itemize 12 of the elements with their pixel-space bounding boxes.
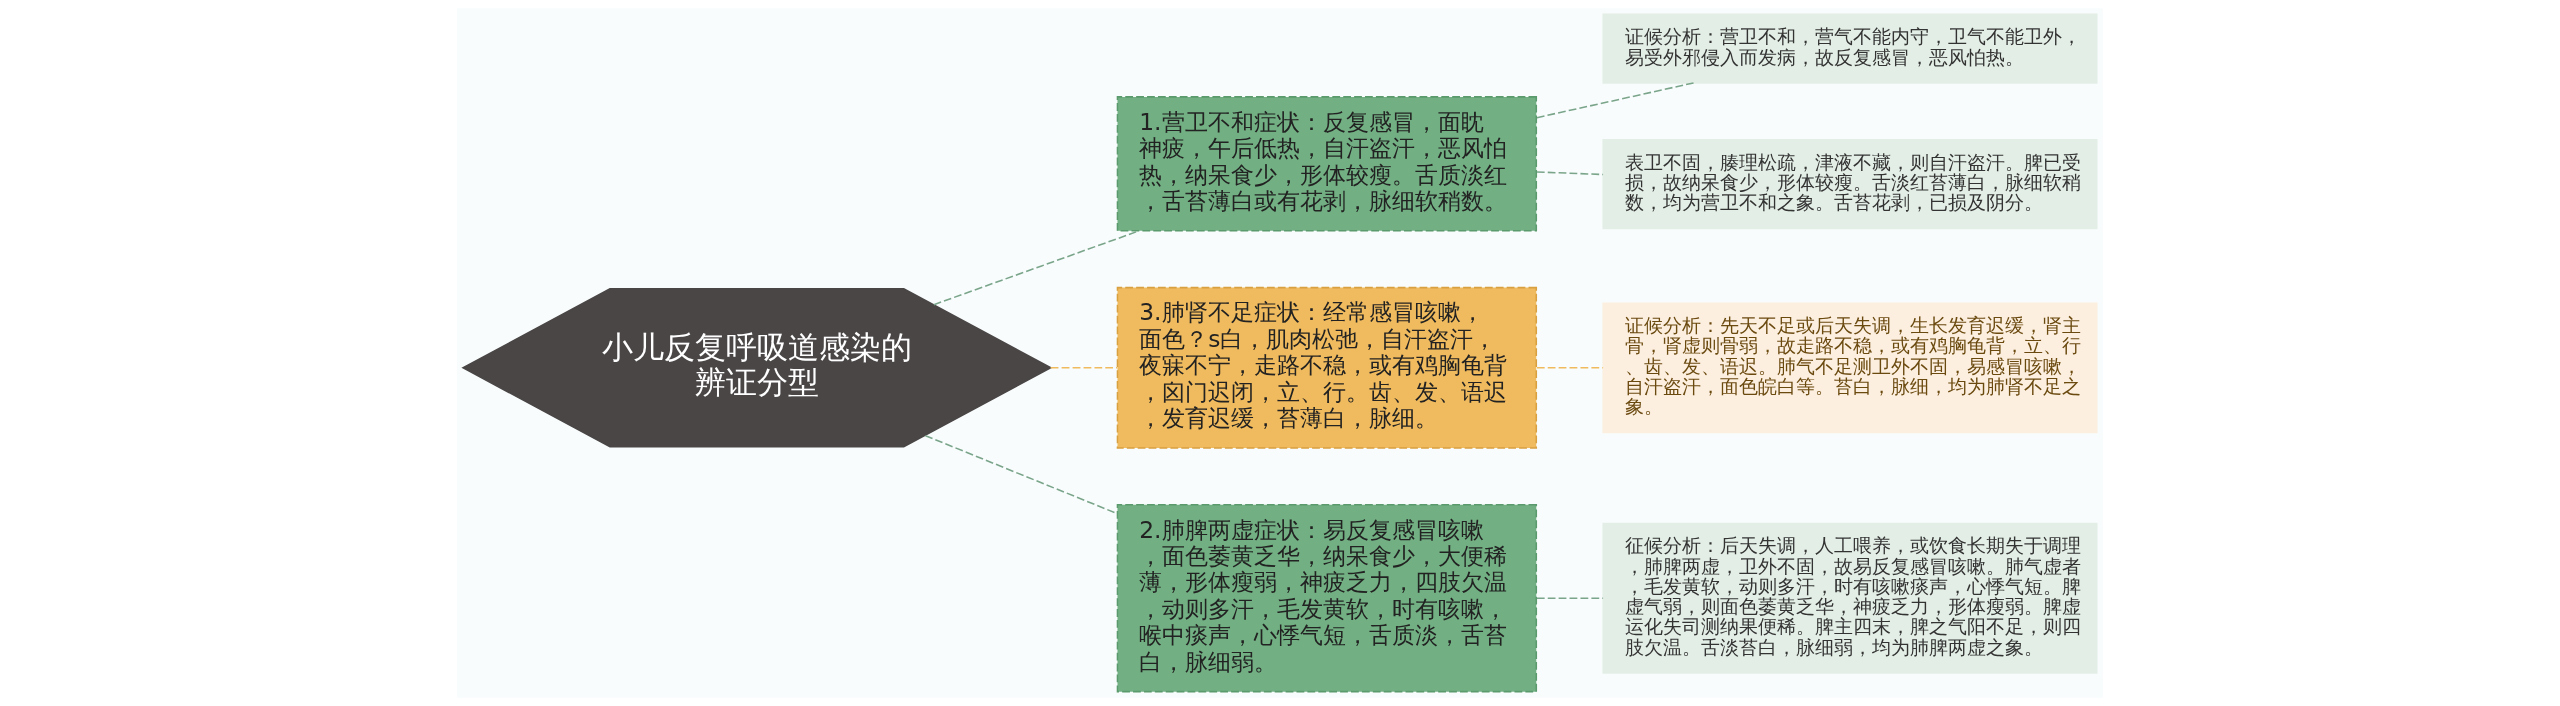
node-box: 证候分析：营卫不和，营气不能内守，卫气不能卫外，易受外邪侵入而发病，故反复感冒，恶风怕热。: [1602, 13, 2098, 84]
node-box: 2.肺脾两虚症状：易反复感冒咳嗽，面色萎黄乏华，纳呆食少，大便稀薄，形体瘦弱，神疲乏力，四肢欠温，动则多汗，毛发黄软，时有咳嗽，喉中痰声，心悸气短，舌质淡，舌苔白，脉细弱。: [1116, 504, 1538, 693]
node-box: 表卫不固，腠理松疏，津液不藏，则自汗盗汗。脾已受损，故纳呆食少，形体较瘦。舌淡红苔薄白，脉细软稍数，均为营卫不和之象。舌苔花剥，已损及阴分。: [1602, 138, 2098, 230]
node-box: 征候分析：后天失调，人工喂养，或饮食长期失于调理，肺脾两虚，卫外不固，故易反复感冒咳嗽。肺气虚者，毛发黄软，动则多汗，时有咳嗽痰声，心悸气短。脾虚气弱，则面色萎黄乏华，神疲乏力，形体瘦弱。脾虚运化失司测纳果便稀。脾主四末，脾之气阳不足，则四肢欠温。舌淡苔白，脉细弱，均为肺脾两虚之象。: [1602, 522, 2098, 674]
connector: [1536, 82, 1695, 119]
node-box: 1.营卫不和症状：反复感冒，面眈神疲，午后低热，自汗盗汗，恶风怕热，纳呆食少，形体较瘦。舌质淡红，舌苔薄白或有花剥，脉细软稍数。: [1116, 96, 1538, 232]
node-box: 3.肺肾不足症状：经常感冒咳嗽，面色？s白，肌肉松弛，自汗盗汗，夜寐不宁，走路不稳，或有鸡胸龟背，囟门迟闭，立、行。齿、发、语迟，发育迟缓，苔薄白，脉细。: [1116, 286, 1538, 449]
connector: [1536, 171, 1604, 176]
connector: [1536, 597, 1604, 599]
node-box: 证候分析：先天不足或后天失调，生长发育迟缓，肾主骨，肾虚则骨弱，故走路不稳，或有鸡胸龟背，立、行、齿、发、语迟。肺气不足测卫外不固，易感冒咳嗽，自汗盗汗，面色皖白等。苔白，脉细，均为肺肾不足之象。: [1602, 302, 2098, 434]
connector: [1049, 367, 1119, 369]
connector: [1536, 367, 1604, 369]
